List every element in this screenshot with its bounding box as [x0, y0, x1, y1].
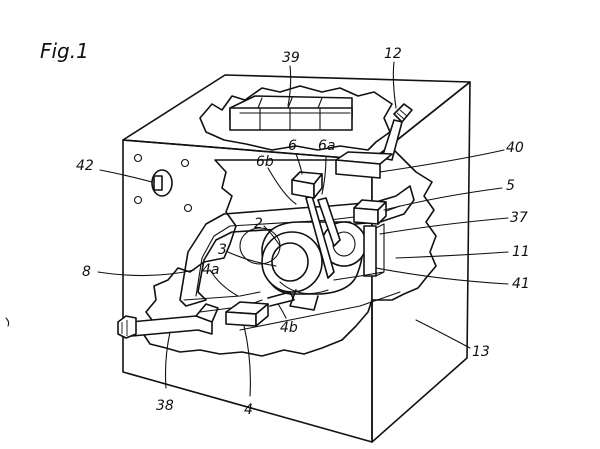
tube-6a-body	[317, 197, 341, 247]
housing-right-face	[371, 81, 471, 443]
label-4: 4	[244, 402, 253, 418]
component-5	[333, 199, 387, 281]
label-6b: 6b	[256, 154, 274, 170]
base-41	[333, 271, 385, 281]
reference-labels: 39 12 40 5 37 11 41 13 42 8 38 4 4a 4b 3…	[76, 46, 530, 418]
label-2: 2	[254, 216, 263, 232]
block-4	[225, 291, 295, 327]
tube-6	[291, 171, 341, 279]
label-40: 40	[506, 140, 524, 156]
label-8: 8	[82, 264, 91, 280]
pipe-loop	[179, 185, 415, 307]
knob-grip	[153, 175, 163, 191]
exchanger-front	[229, 107, 353, 131]
fitting-4b	[267, 291, 295, 307]
label-3: 3	[218, 242, 227, 258]
leader-4b	[277, 303, 287, 319]
leader-6a	[321, 155, 327, 195]
leader-37	[379, 217, 509, 235]
label-13: 13	[472, 344, 490, 360]
motor-foot-line	[279, 281, 329, 295]
label-4a: 4a	[202, 262, 220, 278]
right-cutaway	[371, 147, 437, 301]
connector-12	[381, 103, 413, 161]
heat-exchanger-39	[229, 95, 353, 131]
pipe-38	[117, 303, 219, 339]
panel-screw-3	[133, 195, 143, 205]
block-4-front	[225, 311, 257, 327]
leader-2	[263, 225, 281, 247]
block-6-front	[291, 179, 315, 199]
leader-6	[295, 153, 303, 175]
panel-screw-1	[133, 153, 143, 163]
leader-39	[287, 65, 292, 107]
leader-11	[395, 251, 509, 259]
label-5: 5	[506, 178, 515, 194]
block-6-side	[313, 173, 323, 199]
label-39: 39	[282, 50, 300, 66]
label-42: 42	[76, 158, 94, 174]
leader-12	[392, 61, 397, 109]
label-41: 41	[512, 276, 530, 292]
label-12: 12	[384, 46, 402, 62]
motor-hub	[271, 242, 309, 282]
control-knob	[151, 169, 173, 197]
leader-40	[379, 149, 505, 173]
label-6a: 6a	[318, 138, 336, 154]
leader-38	[164, 331, 171, 389]
leader-6b	[267, 167, 297, 205]
leader-3	[227, 251, 277, 267]
label-38: 38	[156, 398, 174, 414]
stray-mark	[5, 317, 10, 327]
leader-lines	[97, 61, 509, 397]
leader-8	[97, 269, 195, 277]
leader-42	[99, 169, 153, 183]
inner-floor-edge	[239, 291, 401, 331]
leader-41	[375, 267, 509, 285]
label-4b: 4b	[280, 320, 298, 336]
leader-5	[383, 187, 503, 211]
label-37: 37	[510, 210, 528, 226]
block-5-front	[353, 207, 379, 225]
housing-box	[122, 74, 471, 443]
leader-4a	[209, 269, 239, 297]
column-11-side	[375, 223, 385, 277]
block-40-front	[335, 159, 381, 179]
leader-13	[415, 319, 471, 349]
block-4-side	[255, 303, 269, 327]
panel-screw-2	[180, 158, 190, 168]
figure-title: Fig.1	[40, 39, 89, 63]
leader-4	[243, 325, 251, 397]
label-6: 6	[288, 138, 297, 154]
block-5-side	[377, 201, 387, 225]
pipe-38-elbow	[195, 303, 219, 323]
column-11	[363, 225, 377, 277]
label-11: 11	[512, 244, 530, 260]
pipe-bottom-run	[183, 291, 261, 301]
control-panel	[133, 153, 193, 213]
block-40	[335, 151, 393, 179]
panel-screw-4	[183, 203, 193, 213]
